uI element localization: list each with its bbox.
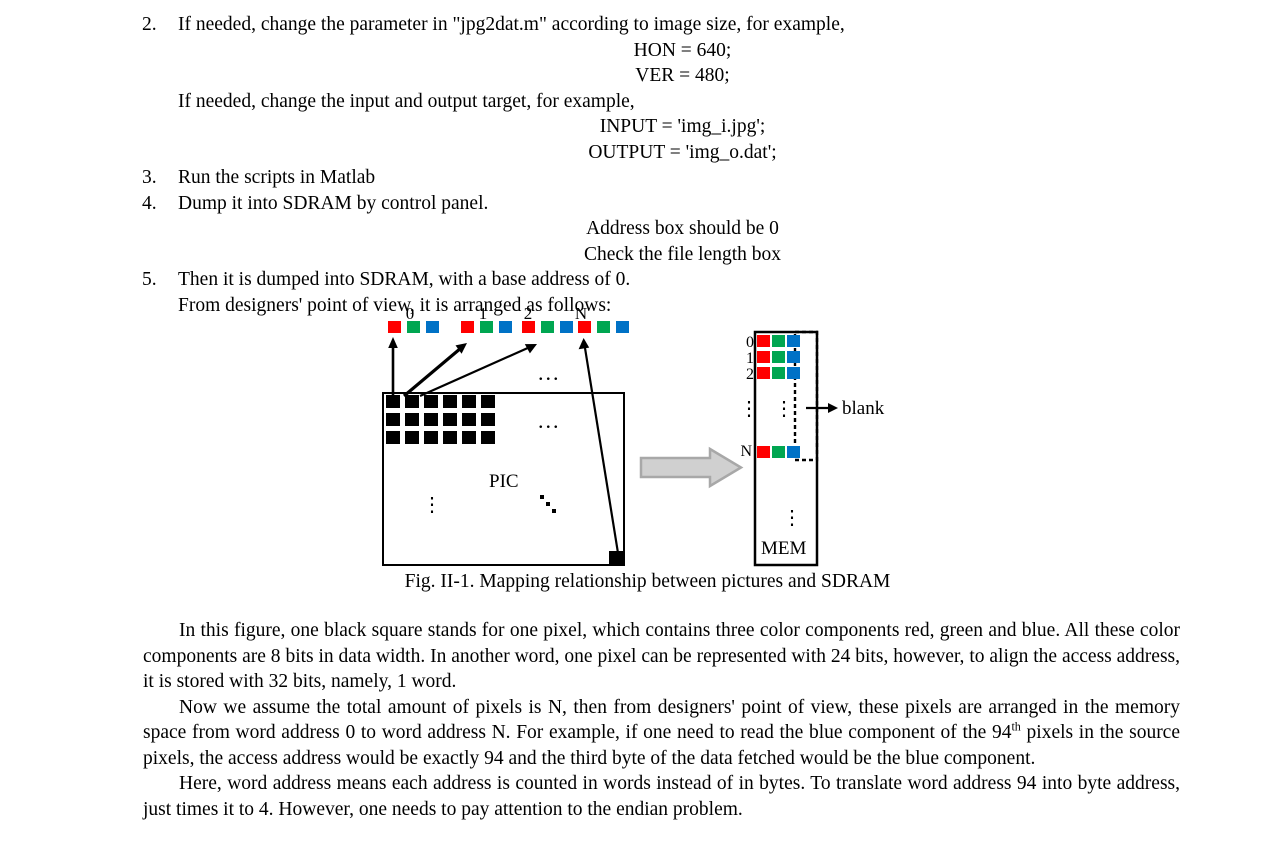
- pic-label: PIC: [489, 471, 519, 492]
- list-item-2: 2. If needed, change the parameter in "j…: [0, 12, 1275, 38]
- pixel-square: [405, 395, 419, 408]
- column-label-0: 0: [405, 304, 415, 323]
- swatch-red: [757, 367, 770, 379]
- pixel-square: [443, 395, 457, 408]
- swatch-red: [757, 351, 770, 363]
- swatch-red: [522, 321, 535, 333]
- swatch-blue: [787, 335, 800, 347]
- ellipsis-mem-column-upper: ⋮: [774, 398, 794, 420]
- list-item-4-text: Dump it into SDRAM by control panel.: [178, 192, 489, 214]
- pixel-square: [405, 413, 419, 426]
- swatch-green: [597, 321, 610, 333]
- paragraph-1-text: In this figure, one black square stands …: [143, 620, 1180, 692]
- list-item-2-number: 2.: [142, 14, 157, 35]
- ellipsis-pic-column: ⋮: [422, 494, 442, 516]
- diagonal-dot: [546, 502, 550, 506]
- figure-caption: Fig. II-1. Mapping relationship between …: [404, 571, 891, 592]
- pixel-square: [462, 413, 476, 426]
- list-item-3: 3. Run the scripts in Matlab: [0, 165, 1275, 191]
- ellipsis-triplets: ...: [538, 360, 561, 385]
- pixel-square: [424, 431, 438, 444]
- swatch-blue: [499, 321, 512, 333]
- list-item-5-subtext: From designers' point of view, it is arr…: [178, 294, 612, 316]
- pixel-square: [481, 431, 495, 444]
- swatch-green: [772, 367, 785, 379]
- note-address-box: Address box should be 0: [586, 218, 779, 239]
- paragraph-3-text: Here, word address means each address is…: [143, 773, 1180, 820]
- paragraph-2: Now we assume the total amount of pixels…: [143, 695, 1180, 772]
- blank-label: blank: [842, 398, 885, 419]
- list-item-5: 5. Then it is dumped into SDRAM, with a …: [0, 267, 1275, 293]
- swatch-red: [757, 335, 770, 347]
- pixel-square: [443, 431, 457, 444]
- list-item-4-number: 4.: [142, 192, 157, 214]
- swatch-green: [407, 321, 420, 333]
- pixel-square: [481, 395, 495, 408]
- diagonal-dot: [540, 495, 544, 499]
- pixel-square: [386, 395, 400, 408]
- param-input: INPUT = 'img_i.jpg';: [599, 116, 766, 137]
- figure-vector-layer: [382, 330, 838, 567]
- swatch-red: [757, 446, 770, 458]
- pixel-square: [462, 431, 476, 444]
- list-item-5-text: Then it is dumped into SDRAM, with a bas…: [178, 269, 631, 290]
- diagonal-dot: [552, 509, 556, 513]
- pixel-square: [424, 413, 438, 426]
- swatch-green: [772, 335, 785, 347]
- column-label-1: 1: [478, 304, 488, 323]
- ordinal-suffix: th: [1011, 719, 1021, 734]
- ellipsis-mem-label-column: ⋮: [739, 398, 759, 420]
- column-label-2: 2: [523, 304, 533, 323]
- pixel-square: [443, 413, 457, 426]
- swatch-green: [480, 321, 493, 333]
- swatch-red: [578, 321, 591, 333]
- mem-label: MEM: [761, 538, 807, 559]
- pixel-square: [386, 431, 400, 444]
- swatch-green: [772, 446, 785, 458]
- pixel-square: [481, 413, 495, 426]
- mem-row-label-n: N: [740, 443, 752, 460]
- swatch-green: [541, 321, 554, 333]
- paragraph-1: In this figure, one black square stands …: [143, 618, 1180, 695]
- paragraph-2-text-a: Now we assume the total amount of pixels…: [143, 696, 1180, 744]
- pixel-square: [424, 395, 438, 408]
- instruction-list: 2. If needed, change the parameter in "j…: [0, 12, 1275, 318]
- param-ver: VER = 480;: [635, 65, 730, 86]
- pixel-square: [405, 431, 419, 444]
- pixel-square-last: [609, 551, 623, 564]
- paragraph-2-text-b: pixels in the source pixels, the access …: [143, 722, 1180, 769]
- pixel-square: [386, 413, 400, 426]
- swatch-red: [461, 321, 474, 333]
- pixel-square: [462, 395, 476, 408]
- mem-row-label-0: 0: [746, 334, 754, 351]
- swatch-blue: [426, 321, 439, 333]
- list-item-3-text: Run the scripts in Matlab: [178, 167, 376, 188]
- list-item-4: 4. Dump it into SDRAM by control panel.: [0, 191, 1275, 217]
- swatch-blue: [787, 367, 800, 379]
- body-paragraphs: In this figure, one black square stands …: [143, 618, 1180, 822]
- list-item-5-number: 5.: [142, 269, 157, 290]
- column-label-n: N: [574, 304, 588, 323]
- mem-row-label-2: 2: [746, 366, 754, 383]
- param-hon: HON = 640;: [633, 39, 732, 61]
- swatch-blue: [787, 351, 800, 363]
- ellipsis-pic-row: ...: [538, 408, 561, 433]
- swatch-blue: [787, 446, 800, 458]
- swatch-red: [388, 321, 401, 333]
- swatch-blue: [616, 321, 629, 333]
- param-output: OUTPUT = 'img_o.dat';: [588, 141, 777, 163]
- swatch-blue: [560, 321, 573, 333]
- swatch-green: [772, 351, 785, 363]
- paragraph-3: Here, word address means each address is…: [143, 771, 1180, 822]
- list-item-3-number: 3.: [142, 167, 157, 188]
- figure-mapping-diagram: 0 1 2 N ...: [0, 305, 1275, 588]
- ellipsis-mem-column-lower: ⋮: [782, 507, 802, 529]
- list-item-2-subtext: If needed, change the input and output t…: [178, 90, 635, 112]
- list-item-2-text: If needed, change the parameter in "jpg2…: [178, 14, 845, 35]
- mem-row-label-1: 1: [746, 350, 754, 367]
- note-file-length-box: Check the file length box: [583, 243, 782, 265]
